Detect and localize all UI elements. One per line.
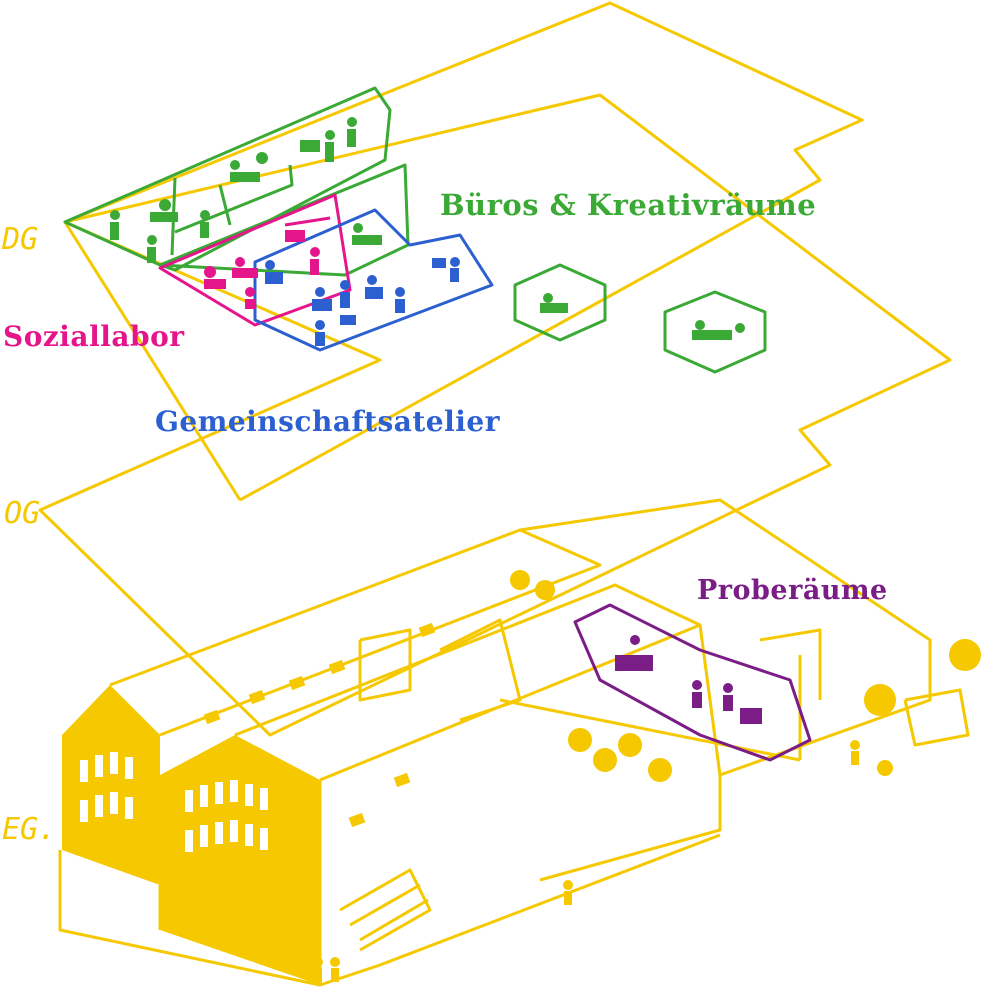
green-hex-room-1 [513,263,607,342]
eg-building [58,498,981,987]
label-gemeinschaftsatelier: Gemeinschaftsatelier [155,405,500,438]
label-proberaeume: Proberäume [697,575,888,606]
green-people-icons [110,117,745,340]
blue-people-icons [265,257,460,346]
floor-label-dg: DG [2,222,39,257]
floor-label-eg: EG. [2,812,57,847]
purple-musician-icons [615,635,762,724]
green-hex-room-2 [663,290,767,374]
og-floor-plate [38,93,952,737]
label-bueros-kreativraeume: Büros & Kreativräume [440,188,817,222]
magenta-social-lab-zone [158,193,352,327]
courtyard-activity-icons [167,570,981,982]
blue-atelier-zone [253,208,494,352]
magenta-people-icons [204,230,320,309]
label-soziallabor: Soziallabor [3,320,185,353]
floor-label-og: OG [4,496,41,531]
heart-icon [327,847,358,883]
dg-floor-plate [63,1,864,502]
hall-front-facade [62,685,160,885]
purple-rehearsal-zone [573,603,812,762]
